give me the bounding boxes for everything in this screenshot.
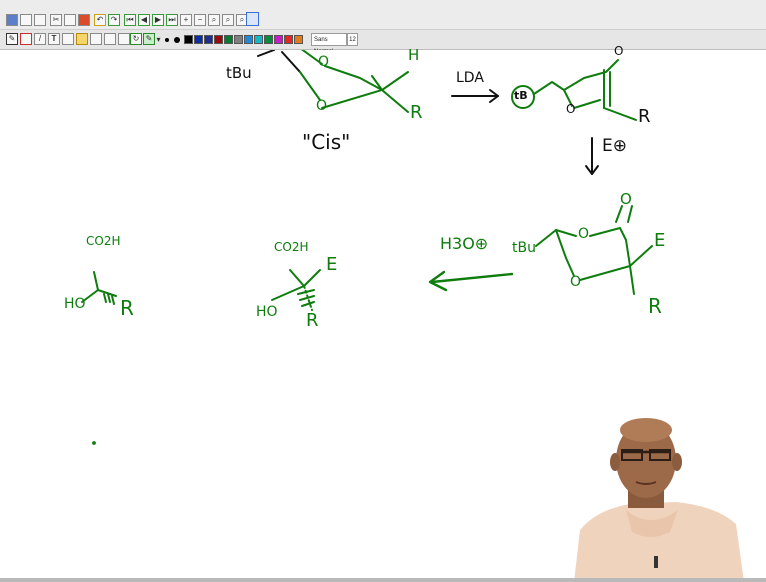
color-swatch-red[interactable]: [284, 35, 293, 44]
enolate-circled-tb: tB: [514, 89, 528, 102]
select-region-icon[interactable]: [104, 33, 116, 45]
color-swatch-cyan[interactable]: [254, 35, 263, 44]
redo-icon[interactable]: ↷: [108, 14, 120, 26]
ruler-icon[interactable]: [76, 33, 88, 45]
enolate-r-label: R: [638, 106, 651, 127]
color-swatch-green[interactable]: [224, 35, 233, 44]
top-tbu-label: tBu: [226, 64, 252, 82]
cis-label: "Cis": [302, 130, 351, 154]
paste-icon[interactable]: [78, 14, 90, 26]
handwritten-strokes: [81, 50, 653, 445]
copy-icon[interactable]: [64, 14, 76, 26]
right-ring-o-upper: O: [578, 226, 590, 242]
top-ring-o-upper: O: [318, 54, 330, 70]
presenter-video: [574, 418, 744, 582]
top-r-label: R: [410, 102, 423, 123]
top-h-label: H: [408, 46, 420, 64]
pen-size-medium[interactable]: [174, 37, 180, 43]
main-toolbar: ✂ ↶ ↷ ⏮ ◀ ▶ ⏭ + − ⌕ ⌕ ⌕: [0, 0, 766, 30]
chevron-down-icon[interactable]: ▾: [156, 35, 161, 44]
eraser-icon[interactable]: [20, 33, 32, 45]
zoom-out-icon[interactable]: −: [194, 14, 206, 26]
middle-e: E: [326, 254, 338, 275]
color-swatch-orange[interactable]: [294, 35, 303, 44]
hand-tool-icon[interactable]: [118, 33, 130, 45]
middle-co2h: CO2H: [274, 240, 309, 254]
top-ring-o-lower: O: [316, 98, 328, 114]
active-pen-icon[interactable]: ✎: [143, 33, 155, 45]
color-swatch-navy[interactable]: [204, 35, 213, 44]
whiteboard-canvas[interactable]: tBu O O H R "Cis" LDA tB O O R E⊕ tBu O …: [0, 44, 766, 582]
refresh-icon[interactable]: ↻: [130, 33, 142, 45]
right-ring-o-lower: O: [570, 274, 582, 290]
undo-icon[interactable]: ↶: [94, 14, 106, 26]
electrophile-label: E⊕: [602, 136, 627, 156]
pen-icon[interactable]: ✎: [6, 33, 18, 45]
next-page-icon[interactable]: ▶: [152, 14, 164, 26]
color-swatch-blue[interactable]: [194, 35, 203, 44]
right-ring-r: R: [648, 294, 662, 318]
color-swatch-teal[interactable]: [264, 35, 273, 44]
h3o-label: H3O⊕: [440, 234, 489, 253]
left-ho: HO: [64, 296, 86, 312]
color-swatch-magenta[interactable]: [274, 35, 283, 44]
prev-page-icon[interactable]: ◀: [138, 14, 150, 26]
middle-r: R: [306, 310, 319, 331]
lda-label: LDA: [456, 70, 484, 86]
enolate-o-upper: O: [614, 44, 624, 58]
image-tool-icon[interactable]: [62, 33, 74, 45]
first-page-icon[interactable]: ⏮: [124, 14, 136, 26]
right-ring-e: E: [654, 230, 666, 251]
zoom-in-icon[interactable]: +: [180, 14, 192, 26]
zoom-width-icon[interactable]: ⌕: [222, 14, 234, 26]
left-co2h: CO2H: [86, 234, 121, 248]
last-page-icon[interactable]: ⏭: [166, 14, 178, 26]
status-strip: [0, 578, 766, 582]
highlighter-icon[interactable]: /: [34, 33, 46, 45]
open-icon[interactable]: [34, 14, 46, 26]
enolate-o-lower: O: [566, 102, 576, 116]
shape-icon[interactable]: [90, 33, 102, 45]
right-ring-carbonyl-o: O: [620, 190, 632, 208]
new-page-icon[interactable]: [20, 14, 32, 26]
cut-icon[interactable]: ✂: [50, 14, 62, 26]
font-name-field[interactable]: Sans Normal: [311, 33, 347, 55]
pen-toolbar: ✎ / T ↻ ✎ ▾: [0, 30, 766, 50]
fullscreen-icon[interactable]: [246, 12, 259, 26]
left-r: R: [120, 296, 134, 320]
pen-size-small[interactable]: [165, 38, 169, 42]
color-swatch-darkred[interactable]: [214, 35, 223, 44]
color-swatch-lightblue[interactable]: [244, 35, 253, 44]
save-icon[interactable]: [6, 14, 18, 26]
right-ring-tbu: tBu: [512, 240, 536, 256]
color-swatch-gray[interactable]: [234, 35, 243, 44]
color-swatch-black[interactable]: [184, 35, 193, 44]
middle-ho: HO: [256, 304, 278, 320]
text-tool-icon[interactable]: T: [48, 33, 60, 45]
font-size-field[interactable]: 12: [347, 33, 358, 46]
zoom-fit-icon[interactable]: ⌕: [208, 14, 220, 26]
